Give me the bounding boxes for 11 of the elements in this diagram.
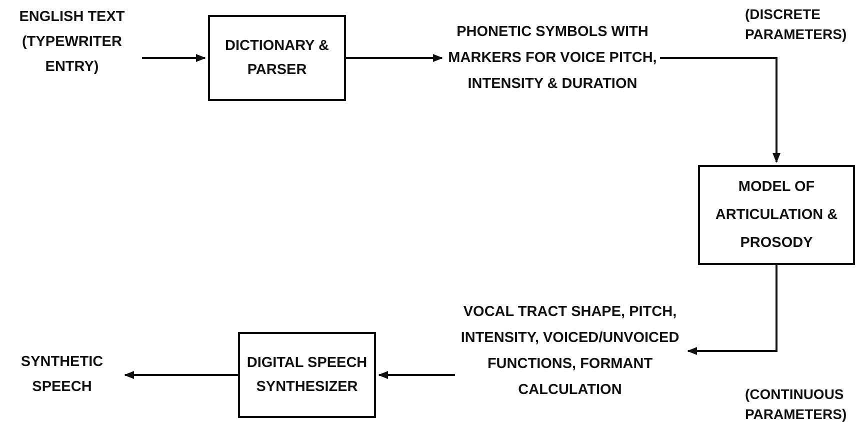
arrow bbox=[346, 54, 443, 62]
arrow bbox=[687, 265, 778, 355]
process-box: MODEL OF ARTICULATION & PROSODY bbox=[698, 165, 855, 265]
arrow bbox=[660, 57, 780, 163]
edge-label: (DISCRETE PARAMETERS) bbox=[745, 5, 848, 44]
arrow bbox=[142, 54, 206, 62]
process-box: DIGITAL SPEECH SYNTHESIZER bbox=[238, 332, 376, 418]
edge-label: (CONTINUOUS PARAMETERS) bbox=[745, 385, 848, 422]
arrow bbox=[124, 371, 238, 379]
arrow bbox=[378, 371, 455, 379]
process-box: DICTIONARY & PARSER bbox=[208, 15, 346, 101]
